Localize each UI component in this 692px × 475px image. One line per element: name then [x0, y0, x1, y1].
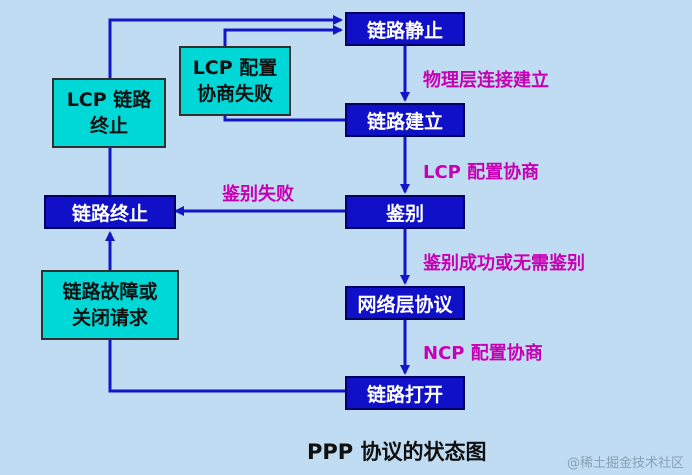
state-link-establish: 链路建立: [345, 103, 465, 137]
condition-lcp-config-fail: LCP 配置 协商失败: [179, 46, 291, 116]
label-lcp-negotiate: LCP 配置协商: [423, 162, 540, 183]
arrow-open-to-terminate: [108, 338, 345, 393]
label-ncp-negotiate: NCP 配置协商: [423, 343, 543, 364]
state-network-protocol: 网络层协议: [345, 286, 465, 320]
state-link-open: 链路打开: [345, 376, 465, 410]
state-link-terminate: 链路终止: [44, 195, 176, 229]
label-physical-up: 物理层连接建立: [423, 70, 549, 91]
diagram-caption: PPP 协议的状态图: [307, 440, 487, 464]
condition-lcp-link-terminate: LCP 链路 终止: [52, 78, 166, 148]
condition-link-fault-or-close: 链路故障或 关闭请求: [41, 270, 179, 340]
watermark: @稀土掘金技术社区: [566, 456, 684, 471]
state-authenticate: 鉴别: [345, 195, 465, 229]
label-auth-fail: 鉴别失败: [222, 184, 294, 205]
state-link-dead: 链路静止: [345, 12, 465, 46]
label-auth-success: 鉴别成功或无需鉴别: [423, 253, 585, 274]
